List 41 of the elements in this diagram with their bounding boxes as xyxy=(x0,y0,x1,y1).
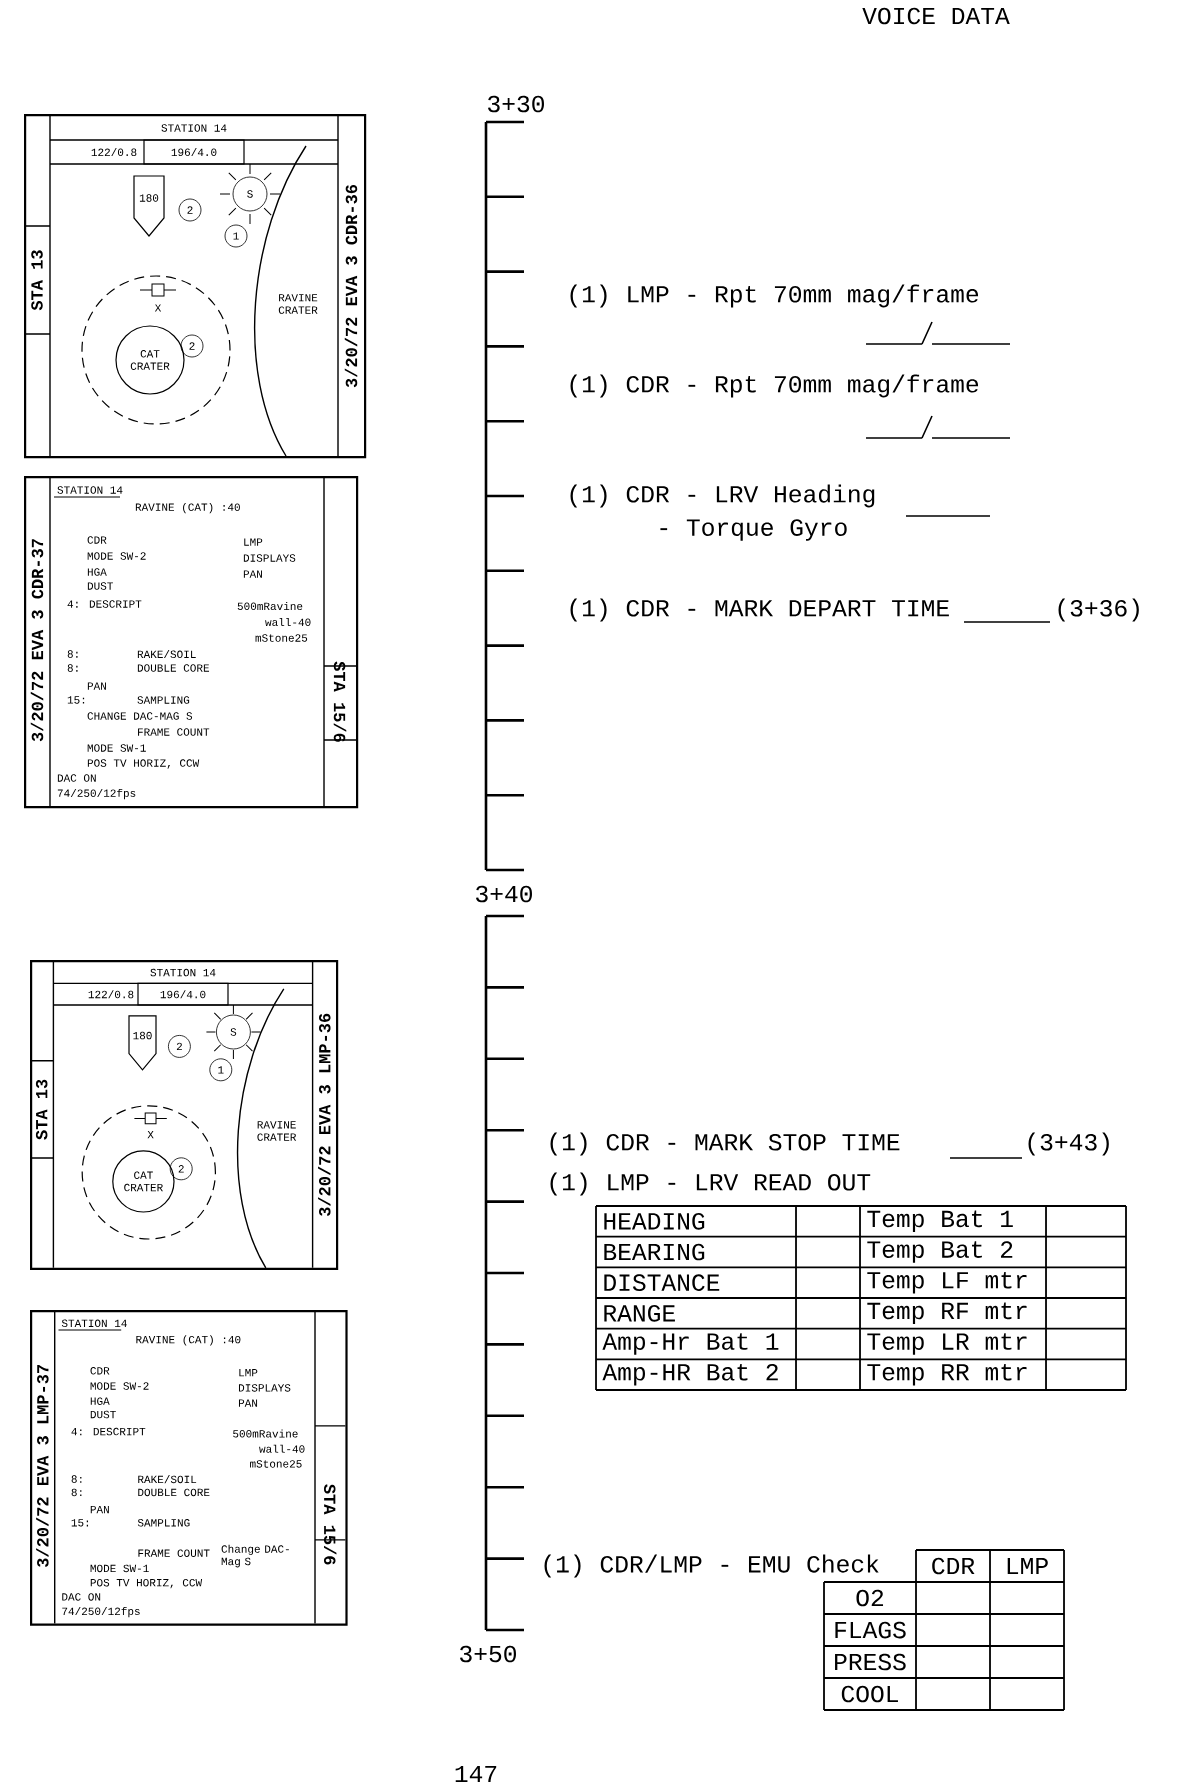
time-label: 147 xyxy=(455,1765,497,1783)
table-cell: Temp Bat 1 xyxy=(867,1210,1013,1233)
strip-label: STA 15/6 xyxy=(323,1484,337,1565)
table-cell: Temp RR mtr xyxy=(867,1363,1027,1386)
table-cell: PRESS xyxy=(835,1653,906,1671)
table-cell: DISTANCE xyxy=(604,1274,720,1292)
page-header: VOICE DATA xyxy=(862,7,1010,25)
strip-label: 3/20/72 EVA 3 LMP-37 xyxy=(36,1364,49,1568)
instruction-text: (1) LMP - Rpt 70mm mag/frame xyxy=(570,284,979,308)
strip-label: STA 15/6 xyxy=(333,661,347,742)
table-cell: Amp-Hr Bat 1 xyxy=(602,1333,779,1355)
table-cell: COOL xyxy=(841,1685,898,1703)
time-label: 3+30 xyxy=(488,95,544,113)
table-cell: FLAGS xyxy=(835,1621,906,1639)
table-cell: HEADING xyxy=(604,1213,705,1230)
table-cell: Temp Bat 2 xyxy=(867,1241,1013,1263)
instruction-text: - Torque Gyro xyxy=(660,519,847,541)
table-header: LMP xyxy=(1007,1557,1048,1575)
table-header: CDR xyxy=(932,1557,975,1575)
table-cell: Temp LF mtr xyxy=(867,1271,1027,1294)
table-cell: BEARING xyxy=(604,1243,705,1261)
instruction-text: (1) CDR - LRV Heading xyxy=(570,484,875,508)
instruction-text: (3+36) xyxy=(1058,598,1139,622)
instruction-text: (1) LMP - LRV READ OUT xyxy=(550,1172,871,1196)
table-cell: RANGE xyxy=(604,1305,675,1322)
instruction-text: (1) CDR - Rpt 70mm mag/frame xyxy=(570,374,979,398)
strip-label: STA 13 xyxy=(31,250,43,311)
strip-label: 3/20/72 EVA 3 LMP-36 xyxy=(318,1013,331,1217)
strip-label: 3/20/72 EVA 3 CDR-37 xyxy=(30,539,44,742)
instruction-text: (1) CDR - MARK DEPART TIME xyxy=(570,598,949,622)
instruction-text: (1) CDR/LMP - EMU Check xyxy=(544,1554,879,1578)
table-cell: Temp LR mtr xyxy=(867,1333,1027,1355)
table-cell: Temp RF mtr xyxy=(867,1302,1027,1325)
strip-label: 3/20/72 EVA 3 CDR-36 xyxy=(344,184,358,388)
strip-label: STA 13 xyxy=(35,1079,48,1140)
time-label: 3+50 xyxy=(460,1645,516,1663)
time-label: 3+40 xyxy=(476,885,532,903)
table-cell: O2 xyxy=(856,1589,883,1607)
table-cell: Amp-HR Bat 2 xyxy=(602,1363,778,1386)
instruction-text: (1) CDR - MARK STOP TIME xyxy=(550,1132,900,1156)
instruction-text: (3+43) xyxy=(1028,1132,1109,1156)
